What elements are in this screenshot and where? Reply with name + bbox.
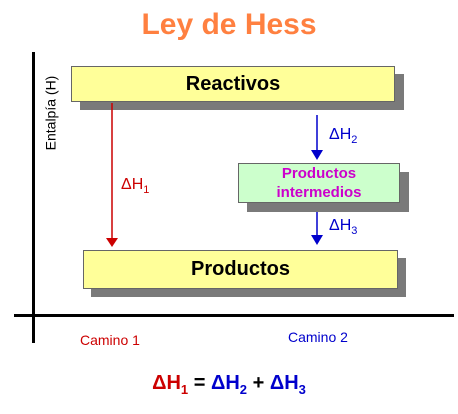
intermediates-box: Productos intermedios	[238, 163, 400, 203]
equation-lhs: ΔH1	[152, 372, 189, 397]
reactants-box: Reactivos	[71, 66, 395, 102]
dh3-arrow-head	[311, 235, 323, 245]
dh2-arrow-head	[311, 150, 323, 160]
dh1-label: ΔH1	[121, 176, 150, 197]
equation-equals: =	[193, 372, 206, 394]
products-box: Productos	[83, 250, 398, 289]
path2-label: Camino 2	[288, 329, 348, 345]
dh3-label: ΔH3	[329, 217, 358, 238]
y-axis	[32, 52, 35, 343]
x-axis	[14, 314, 454, 317]
hess-equation: ΔH1 = ΔH2 + ΔH3	[0, 372, 458, 397]
products-label: Productos	[191, 258, 290, 280]
intermediates-label-line2: intermedios	[276, 184, 362, 201]
equation-term1: ΔH2	[210, 372, 248, 397]
path1-label: Camino 1	[80, 332, 140, 348]
reactants-label: Reactivos	[185, 72, 281, 95]
intermediates-label-line1: Productos	[281, 165, 357, 182]
equation-plus: +	[252, 372, 265, 394]
equation-term2: ΔH3	[269, 372, 306, 397]
dh2-label: ΔH2	[329, 126, 358, 147]
page-title: Ley de Hess	[141, 8, 317, 41]
dh1-arrow-head	[106, 238, 118, 247]
